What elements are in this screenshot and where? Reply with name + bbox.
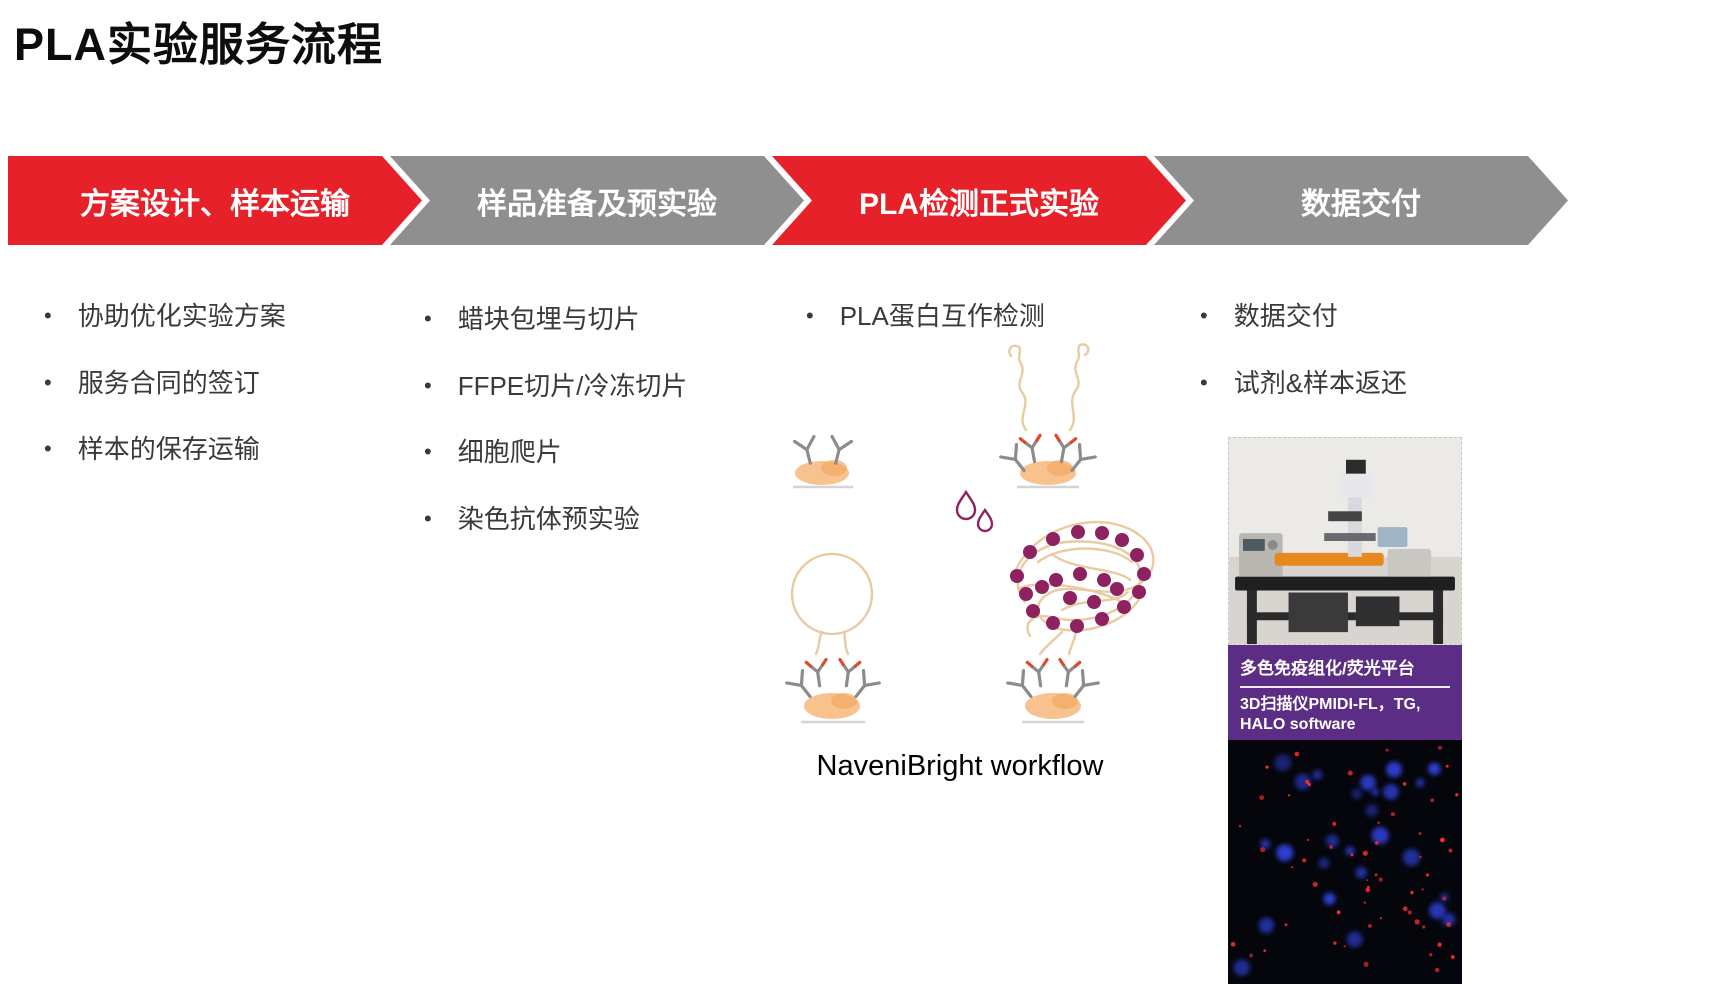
platform-banner: 多色免疫组化/荧光平台 3D扫描仪PMIDI-FL，TG, HALO softw…	[1228, 645, 1462, 740]
bullet-item: 蜡块包埋与切片	[424, 303, 794, 336]
workflow-step-delivery: 数据交付	[1154, 156, 1568, 245]
detection-bullet-list: PLA蛋白互作检测	[806, 300, 1186, 367]
rca-amplification-diagram	[1010, 520, 1155, 656]
workflow-step-label: 数据交付	[1301, 187, 1421, 221]
bullet-text: 试剂&样本返还	[1233, 367, 1408, 398]
naveni-workflow-caption: NaveniBright workflow	[816, 750, 1104, 782]
fluorescence-dots	[1230, 745, 1459, 976]
detected-complex-diagram	[1006, 657, 1100, 724]
bullet-text: 染色抗体预实验	[457, 503, 640, 534]
bullet-item: 服务合同的签订	[44, 367, 394, 400]
bullet-text: 蜡块包埋与切片	[457, 304, 640, 334]
workflow-step-label: 方案设计、样本运输	[80, 187, 350, 221]
microscope-photo-graphic	[1229, 438, 1461, 644]
workflow-arrow-bar: 方案设计、样本运输 样品准备及预实验 PLA检测正式实验 数据交付	[8, 156, 1568, 245]
fluorescence-image	[1228, 740, 1462, 984]
page-title: PLA实验服务流程	[14, 19, 384, 70]
platform-card: 多色免疫组化/荧光平台 3D扫描仪PMIDI-FL，TG, HALO softw…	[1228, 437, 1462, 984]
bullet-text: 协助优化实验方案	[77, 301, 286, 331]
workflow-step-preparation: 样品准备及预实验	[390, 156, 804, 245]
bullet-text: FFPE切片/冷冻切片	[457, 370, 688, 401]
workflow-step-design: 方案设计、样本运输	[8, 156, 422, 245]
antibody-pair-diagram	[792, 434, 854, 489]
workflow-step-label: 样品准备及预实验	[477, 187, 717, 221]
bullet-text: 细胞爬片	[457, 437, 562, 467]
workflow-step-detection: PLA检测正式实验	[772, 156, 1186, 245]
bullet-item: 试剂&样本返还	[1200, 367, 1530, 400]
bullet-text: 数据交付	[1233, 301, 1338, 331]
bullet-item: FFPE切片/冷冻切片	[424, 370, 794, 403]
preparation-bullet-list: 蜡块包埋与切片 FFPE切片/冷冻切片 细胞爬片 染色抗体预实验	[424, 303, 794, 569]
bullet-item: 样本的保存运输	[44, 433, 394, 466]
droplet-icons	[955, 489, 994, 533]
naveni-workflow-illustration	[785, 343, 1155, 724]
bullet-text: 服务合同的签订	[77, 367, 260, 398]
circular-probe-diagram	[785, 552, 881, 724]
workflow-step-label: PLA检测正式实验	[859, 187, 1099, 221]
bullet-item: 协助优化实验方案	[44, 300, 394, 333]
bullet-item: 数据交付	[1200, 300, 1530, 333]
platform-scanner-line1: 3D扫描仪PMIDI-FL，TG,	[1240, 696, 1421, 713]
design-bullet-list: 协助优化实验方案 服务合同的签订 样本的保存运输	[44, 300, 394, 500]
bullet-text: PLA蛋白互作检测	[839, 301, 1045, 331]
microscope-photo	[1228, 437, 1462, 645]
bullet-item: 细胞爬片	[424, 436, 794, 469]
probe-binding-diagram	[999, 343, 1097, 489]
bullet-item: 染色抗体预实验	[424, 503, 794, 536]
platform-scanner-line2: HALO software	[1240, 716, 1356, 733]
bullet-text: 样本的保存运输	[77, 434, 260, 464]
bullet-item: PLA蛋白互作检测	[806, 300, 1186, 333]
delivery-bullet-list: 数据交付 试剂&样本返还	[1200, 300, 1530, 433]
platform-banner-title: 多色免疫组化/荧光平台	[1240, 654, 1450, 688]
